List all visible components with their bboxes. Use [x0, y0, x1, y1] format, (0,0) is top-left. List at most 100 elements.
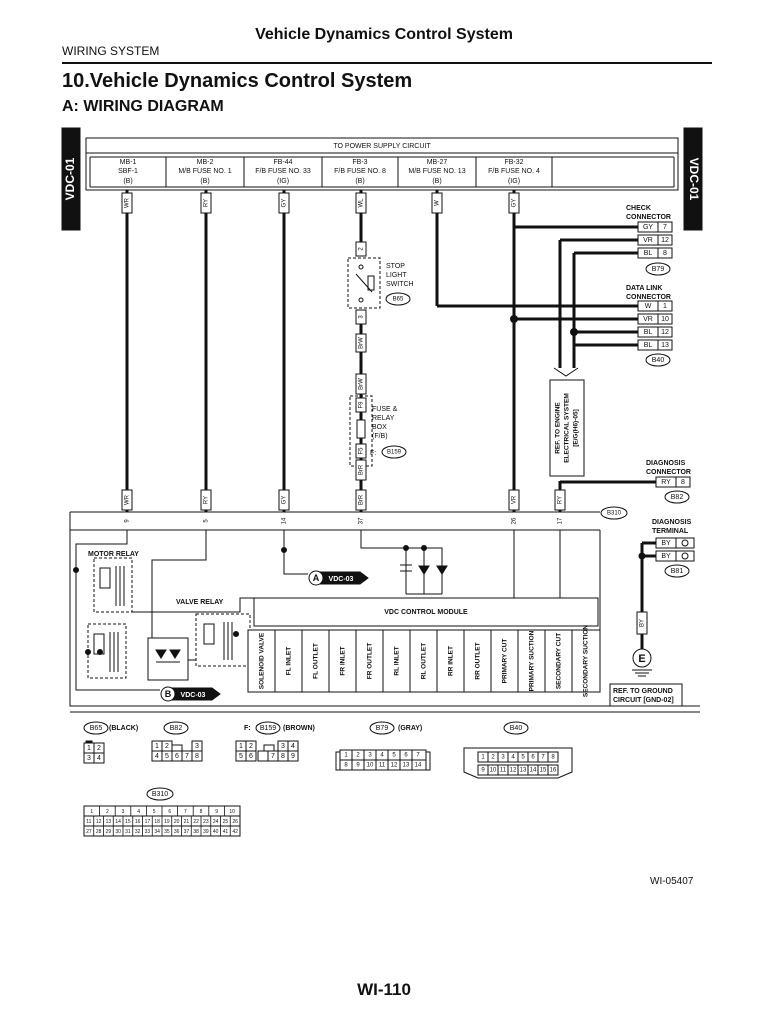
internal-splice-b [403, 545, 409, 551]
cv-b310-pin-25: 25 [223, 819, 229, 825]
module-pin-strip [70, 489, 628, 531]
splice-vr [510, 315, 518, 323]
cv-b159-pin-8: 8 [281, 753, 285, 760]
cv-b82-pin-2: 2 [165, 743, 169, 750]
cv-b65-color: (BLACK) [109, 725, 138, 732]
main-wires [125, 190, 666, 650]
cv-b310-pin-6: 6 [168, 809, 171, 815]
cv-b40-pin-3: 3 [501, 755, 505, 761]
cv-b310-pin-10: 10 [229, 809, 235, 815]
cv-b79-color: (GRAY) [398, 725, 422, 732]
diag-connector-pin-color: RY [661, 479, 671, 486]
cv-b82-code: B82 [170, 725, 183, 732]
dlc-pin-4-num: 13 [661, 342, 669, 349]
ground-wire-color: BY [640, 619, 646, 627]
module-wire-26: VR [512, 495, 518, 504]
cv-b79-pin-13: 13 [403, 763, 410, 769]
fuse-relay-box [349, 373, 407, 481]
cv-b40-pin-10: 10 [490, 768, 497, 774]
cv-b79-pin-10: 10 [367, 763, 374, 769]
cv-b310-pin-18: 18 [154, 819, 160, 825]
cv-b310-code: B310 [152, 791, 168, 798]
fuse-box-label-3: BOX [372, 424, 387, 431]
cv-b40-pin-9: 9 [481, 768, 485, 774]
dlc-pin-1-num: 1 [663, 303, 667, 310]
cv-b310-pin-4: 4 [137, 809, 140, 815]
dlc-title-2: CONNECTOR [626, 294, 671, 301]
diag-terminal-title-2: TERMINAL [652, 528, 689, 535]
cv-b310-pin-26: 26 [232, 819, 238, 825]
module-pin-26: 26 [512, 517, 518, 524]
dlc-pin-2-num: 10 [661, 316, 669, 323]
diag-terminal-title-1: DIAGNOSIS [652, 519, 692, 526]
cv-b159-pin-7: 7 [271, 753, 275, 760]
cv-b82-pin-7: 7 [185, 753, 189, 760]
ground-e-icon: E [638, 653, 645, 665]
module-outline [69, 512, 700, 713]
cv-b82-pin-1: 1 [155, 743, 159, 750]
cell-fr-outlet: FR OUTLET [367, 643, 374, 679]
stop-switch-code: B65 [393, 297, 404, 303]
cv-b310-pin-2: 2 [106, 809, 109, 815]
cv-b40-pin-12: 12 [510, 768, 517, 774]
cv-b82-pin-3: 3 [195, 743, 199, 750]
diag-connector-title-2: CONNECTOR [646, 469, 691, 476]
wire-tag-5: W [435, 200, 441, 206]
diag-connector-code: B82 [671, 494, 684, 501]
dlc-code: B40 [652, 357, 665, 364]
module-pin-17: 17 [558, 517, 564, 524]
fuse-3-desc: F/B FUSE NO. 33 [255, 168, 311, 175]
wire-tag-3: GY [282, 199, 288, 208]
fuse-box-prefix: F: [370, 450, 376, 457]
wire-tag-4: WL [359, 198, 365, 208]
stop-switch-label-2: LIGHT [386, 272, 407, 279]
cv-b310-pin-31: 31 [125, 829, 131, 835]
cell-rl-outlet: RL OUTLET [421, 643, 428, 679]
cv-b40-pin-16: 16 [550, 768, 557, 774]
cv-b310-pin-28: 28 [96, 829, 102, 835]
cv-b65-pin-1: 1 [87, 745, 91, 752]
fuse-2-desc: M/B FUSE NO. 1 [178, 168, 231, 175]
ref-b-letter: B [165, 689, 172, 699]
diag-terminal-pin-1: BY [661, 540, 671, 547]
cv-b40-pin-8: 8 [551, 755, 555, 761]
ref-a-label: VDC-03 [329, 576, 354, 583]
header-rule [62, 62, 712, 64]
module-pin-9: 9 [125, 519, 131, 523]
cv-b159-color: (BROWN) [283, 725, 315, 732]
fuse-3-type: (IG) [277, 178, 289, 185]
cv-b310-pin-37: 37 [184, 829, 190, 835]
cell-secondary-suction: SECONDARY SUCTION [583, 625, 590, 698]
check-pin-3-color: BL [644, 250, 653, 257]
diag-terminal-code: B81 [671, 568, 684, 575]
ref-b-arrow [160, 686, 221, 702]
splice-by [638, 552, 646, 560]
stop-switch-pin-bottom: 3 [359, 315, 365, 319]
motor-relay [73, 557, 256, 691]
module-wire-14: GY [282, 496, 288, 505]
check-connector-title-2: CONNECTOR [626, 214, 671, 221]
cv-b310-pin-15: 15 [125, 819, 131, 825]
cv-b65-pin-4: 4 [97, 755, 101, 762]
cv-b65-pin-2: 2 [97, 745, 101, 752]
cv-b310-pin-16: 16 [135, 819, 141, 825]
module-pin-5: 5 [204, 519, 210, 523]
module-pin-14: 14 [282, 517, 288, 524]
cv-b310-pin-35: 35 [164, 829, 170, 835]
cv-b310-pin-20: 20 [174, 819, 180, 825]
check-connector-code: B79 [652, 266, 665, 273]
fuse-box-code: B159 [387, 450, 402, 456]
fuse-5-name: MB-27 [427, 159, 448, 166]
cv-b40-pin-6: 6 [531, 755, 535, 761]
cv-b82-pin-5: 5 [165, 753, 169, 760]
connector-view-b65 [83, 721, 109, 764]
cv-b79-pin-11: 11 [379, 763, 386, 769]
cv-b310-pin-23: 23 [203, 819, 209, 825]
cv-b310-pin-22: 22 [193, 819, 199, 825]
cell-fl-outlet: FL OUTLET [313, 643, 320, 679]
cv-b310-pin-3: 3 [122, 809, 125, 815]
module-wire-5: RY [204, 496, 210, 504]
stop-light-switch [347, 241, 411, 353]
valve-relay [147, 613, 251, 681]
